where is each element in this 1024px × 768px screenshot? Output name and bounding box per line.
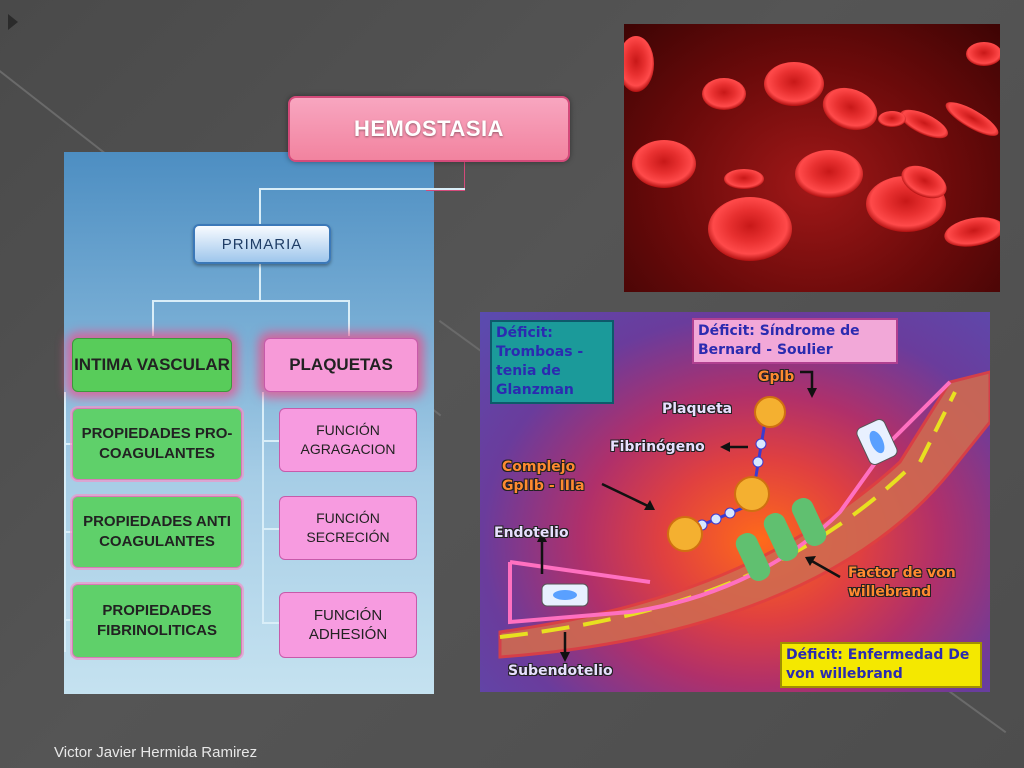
node-propiedades-anticoagulantes: PROPIEDADES ANTI COAGULANTES <box>72 496 242 568</box>
tree-connector <box>259 188 261 224</box>
red-blood-cells-image <box>624 24 1000 292</box>
node-propiedades-procoagulantes: PROPIEDADES PRO-COAGULANTES <box>72 408 242 480</box>
tree-connector <box>152 300 350 302</box>
label-endotelio: Endotelio <box>494 525 569 541</box>
tree-connector <box>262 392 264 624</box>
tree-connector <box>262 440 279 442</box>
tree-connector <box>64 531 72 533</box>
label-complejo-gpiib-iiia: Complejo GpIIb - IIIa <box>502 459 585 494</box>
label-deficit-bernard-soulier: Déficit: Síndrome de Bernard - Soulier <box>692 318 898 364</box>
label-factor-von-willebrand: Factor de von willebrand <box>848 565 956 600</box>
tree-connector <box>152 300 154 336</box>
label-plaqueta: Plaqueta <box>662 401 733 417</box>
node-intima-vascular: INTIMA VASCULAR <box>72 338 232 392</box>
title-connector <box>426 158 465 191</box>
label-fibrinogeno: Fibrinógeno <box>610 439 705 455</box>
footer-author: Victor Javier Hermida Ramirez <box>54 744 258 761</box>
node-funcion-adhesion: FUNCIÓN ADHESIÓN <box>279 592 417 658</box>
node-primaria: PRIMARIA <box>193 224 331 264</box>
vessel-illustration <box>498 370 990 662</box>
node-plaquetas: PLAQUETAS <box>264 338 418 392</box>
node-funcion-secrecion: FUNCIÓN SECRECIÓN <box>279 496 417 560</box>
tree-connector <box>64 443 72 445</box>
tree-connector <box>64 619 72 621</box>
title-hemostasia: HEMOSTASIA <box>288 96 570 162</box>
red-blood-cells-illustration <box>624 36 1000 261</box>
label-subendotelio: Subendotelio <box>508 663 613 679</box>
tree-connector <box>259 188 465 190</box>
label-deficit-glanzman: Déficit: Tromboas - tenia de Glanzman <box>490 320 614 404</box>
node-funcion-agragacion: FUNCIÓN AGRAGACION <box>279 408 417 472</box>
platelet-adhesion-diagram: Déficit: Tromboas - tenia de Glanzman Dé… <box>480 312 990 692</box>
tree-connector <box>64 392 66 652</box>
node-propiedades-fibrinoliticas: PROPIEDADES FIBRINOLITICAS <box>72 584 242 658</box>
slide-bullet-icon <box>8 14 18 30</box>
label-deficit-von-willebrand: Déficit: Enfermedad De von willebrand <box>780 642 982 688</box>
tree-connector <box>259 260 261 300</box>
label-gplb: Gplb <box>758 369 795 385</box>
tree-connector <box>348 300 350 336</box>
tree-connector <box>262 528 279 530</box>
tree-connector <box>262 622 279 624</box>
